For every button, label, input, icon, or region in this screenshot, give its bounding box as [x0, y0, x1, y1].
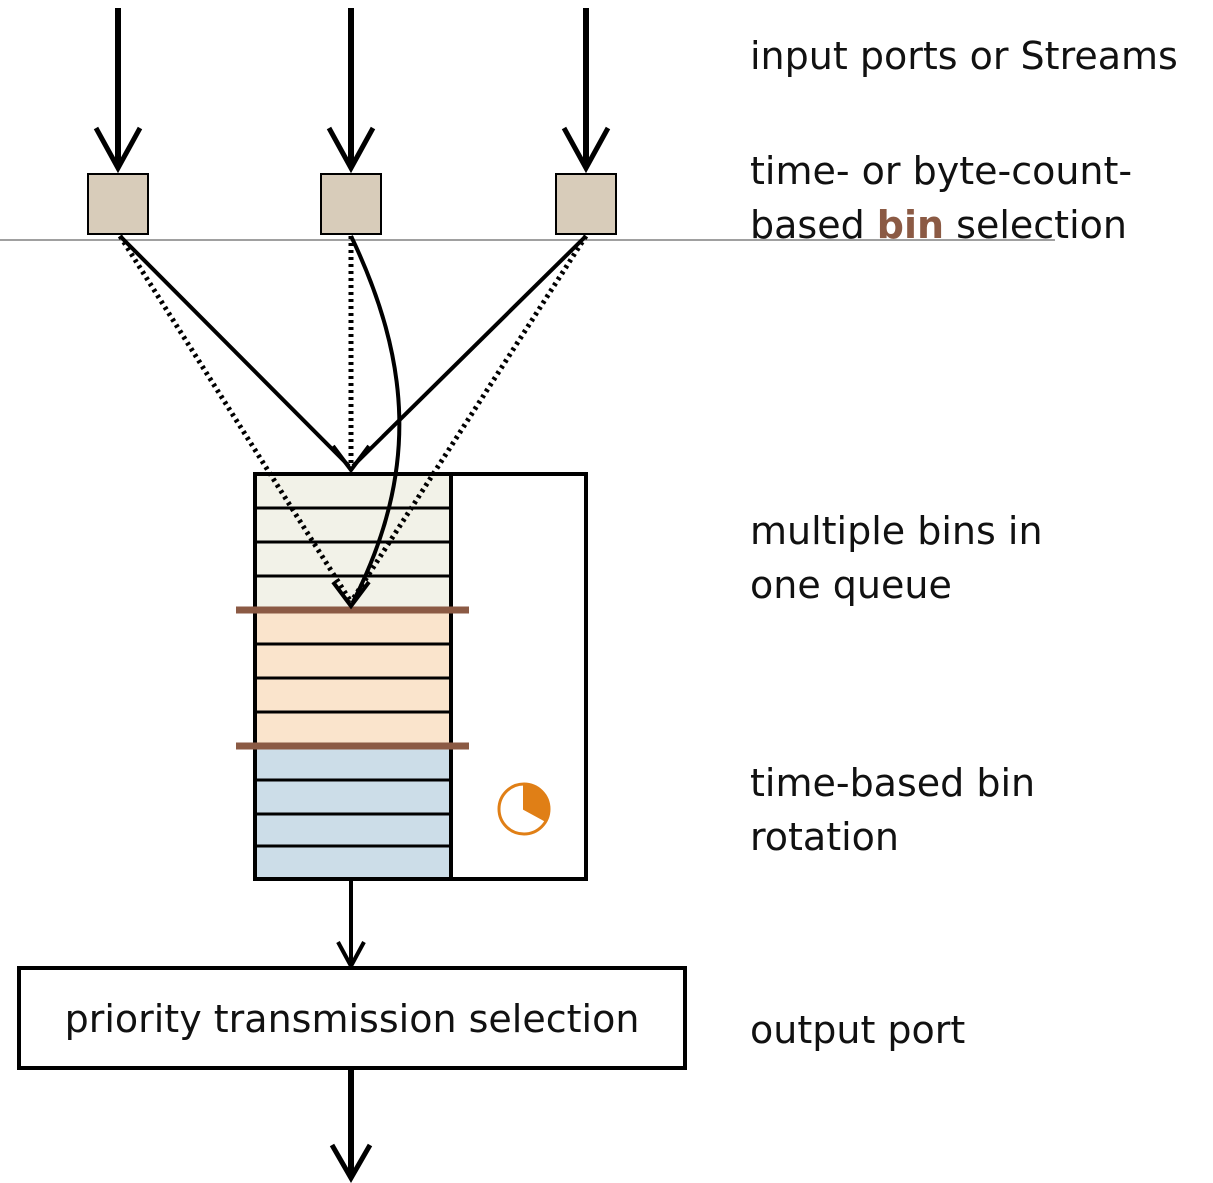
solid-route-1	[118, 234, 351, 468]
bin-selector-1	[87, 173, 149, 235]
solid-routes	[118, 234, 588, 603]
route-arrowhead-top	[331, 444, 371, 474]
clock-icon	[497, 782, 551, 836]
bin-selection-label: time- or byte-count- based bin selection	[750, 144, 1132, 252]
dotted-route-1	[117, 234, 354, 604]
input-arrowhead-3	[561, 126, 611, 174]
route-arrowheads	[331, 444, 371, 610]
bin-selection-post: selection	[944, 203, 1127, 247]
multiple-bins-text-2: one queue	[750, 563, 952, 607]
bin-selector-3	[555, 173, 617, 235]
input-ports-label: input ports or Streams	[750, 29, 1178, 83]
rotation-label: time-based bin rotation	[750, 756, 1035, 864]
route-arrowhead-bin2	[331, 580, 371, 610]
bin-1-slot	[253, 472, 453, 510]
multiple-bins-label: multiple bins in one queue	[750, 504, 1043, 612]
bin-highlight-word: bin	[876, 203, 945, 247]
bin-3-slot	[253, 778, 453, 816]
bin-3	[253, 744, 453, 881]
rotation-text-2: rotation	[750, 815, 900, 859]
bin-2	[253, 608, 453, 748]
bin-3-slot	[253, 812, 453, 848]
output-port-label: output port	[750, 1003, 965, 1057]
bin-2-slot	[253, 608, 453, 646]
input-ports-text: input ports or Streams	[750, 34, 1178, 78]
bin-2-slot	[253, 710, 453, 748]
bin-selection-pre: based	[750, 203, 877, 247]
bin-selectors	[87, 173, 617, 235]
priority-selection-box	[17, 966, 687, 1070]
bin-1-slot	[253, 540, 453, 578]
output-port-text: output port	[750, 1008, 966, 1052]
dotted-routes	[117, 234, 589, 604]
bin-3-slot	[253, 844, 453, 881]
bin-1	[253, 472, 453, 612]
priority-selection-label: priority transmission selection	[65, 997, 640, 1041]
bin-selection-text-2: based bin selection	[750, 198, 1132, 252]
input-arrows	[93, 8, 611, 174]
bin-1-slot	[253, 506, 453, 544]
multiple-bins-text-1: multiple bins in	[750, 509, 1043, 553]
output-arrowhead	[329, 1143, 373, 1183]
bin-selection-text-1: time- or byte-count-	[750, 149, 1133, 193]
bin-2-slot	[253, 676, 453, 714]
solid-route-2	[349, 235, 402, 603]
bin-3-slot	[253, 744, 453, 782]
dotted-route-3	[348, 234, 589, 604]
input-arrowhead-2	[326, 126, 376, 174]
bin-2-slot	[253, 642, 453, 680]
solid-route-3	[351, 234, 588, 468]
rotation-text-1: time-based bin	[750, 761, 1036, 805]
bin-selector-2	[320, 173, 382, 235]
input-arrowhead-1	[93, 126, 143, 174]
